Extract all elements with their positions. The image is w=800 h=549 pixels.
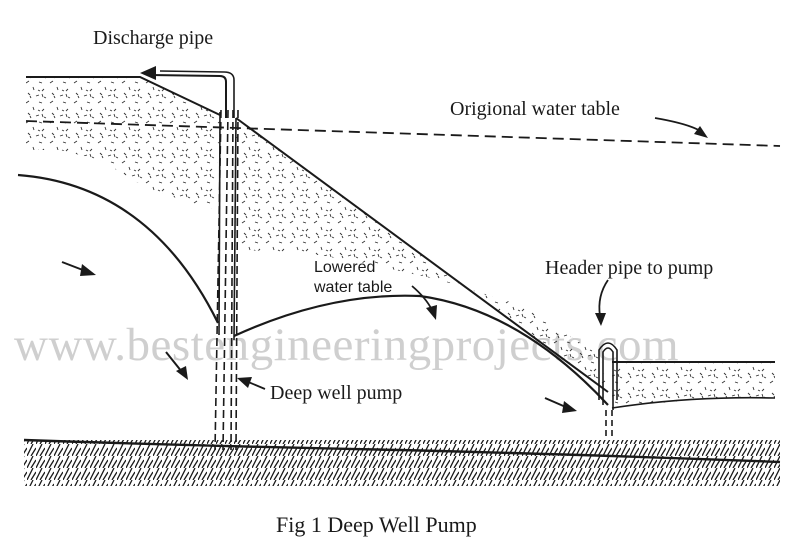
original-water-table-line <box>25 120 781 147</box>
stippled-soil-right <box>612 362 775 408</box>
header-pipe <box>598 342 618 438</box>
discharge-pipe <box>149 74 227 118</box>
original-water-table-pointer <box>654 117 708 138</box>
stippled-soil-left <box>26 77 220 210</box>
figure-caption: Fig 1 Deep Well Pump <box>276 512 477 537</box>
discharge-pipe-label: Discharge pipe <box>93 27 214 49</box>
ground-slope <box>235 117 609 393</box>
lowered-water-table-label-line1: Lowered <box>314 259 376 276</box>
flow-arrow-2 <box>165 351 188 380</box>
lowered-water-table-pointer <box>411 285 437 320</box>
bedrock-line <box>23 438 781 464</box>
bedrock-hatch <box>24 440 780 486</box>
discharge-pipe-outer <box>159 70 235 118</box>
ground-lower-right <box>611 396 776 409</box>
lowered-water-table-label-line2: water table <box>314 279 393 296</box>
flow-arrow-1 <box>61 261 96 276</box>
header-pipe-label: Header pipe to pump <box>545 257 714 279</box>
drawdown-curve-left <box>17 173 219 324</box>
deep-well-pump-pointer <box>237 377 266 390</box>
discharge-arrow-head <box>140 66 156 80</box>
flow-arrow-3 <box>544 397 577 413</box>
lowered-water-table-line <box>233 294 609 406</box>
ground-surface-left <box>26 76 221 116</box>
header-pipe-pointer <box>595 279 609 326</box>
original-water-table-label: Origional water table <box>450 98 620 120</box>
deep-well-pipe <box>214 109 239 451</box>
deep-well-pump-label: Deep well pump <box>270 382 403 404</box>
